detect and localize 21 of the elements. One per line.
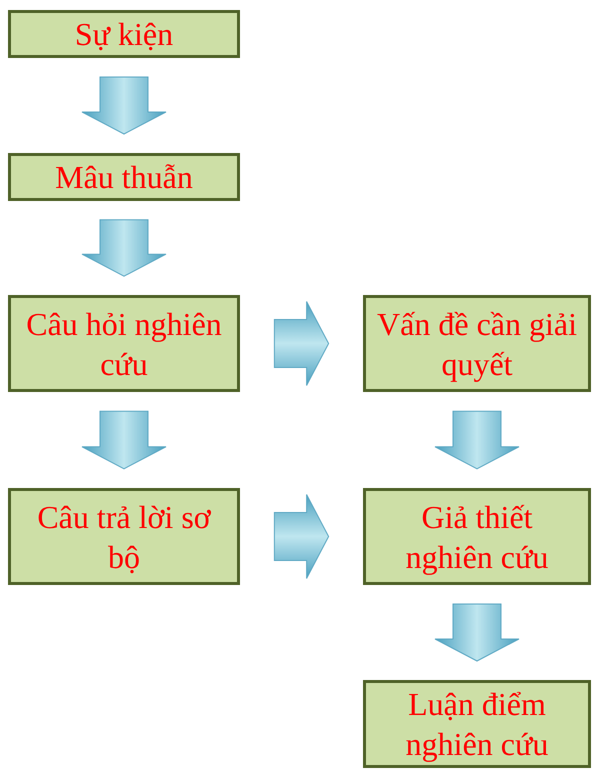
box-label: Luận điểm nghiên cứu: [404, 685, 550, 764]
process-box: [363, 295, 591, 392]
process-box: [8, 10, 240, 58]
block-arrow: [82, 410, 166, 470]
block-arrow: [82, 219, 166, 277]
process-box: [8, 488, 240, 585]
block-arrow: [434, 410, 520, 470]
box-label: Sự kiện: [74, 15, 174, 54]
box-label: Giả thiết nghiên cứu: [404, 498, 550, 576]
block-arrow: [274, 494, 330, 579]
box-label: Câu trả lời sơ bộ: [36, 498, 212, 576]
process-box: [363, 680, 591, 768]
process-box: [8, 153, 240, 201]
box-label: Câu hỏi nghiên cứu: [25, 304, 223, 384]
block-arrow: [434, 604, 520, 662]
box-label: Mâu thuẫn: [55, 158, 193, 197]
block-arrow: [274, 301, 330, 386]
box-label: Vấn đề cần giải quyết: [377, 304, 577, 384]
process-box: [8, 295, 240, 392]
process-box: [363, 488, 591, 585]
block-arrow: [82, 76, 166, 135]
